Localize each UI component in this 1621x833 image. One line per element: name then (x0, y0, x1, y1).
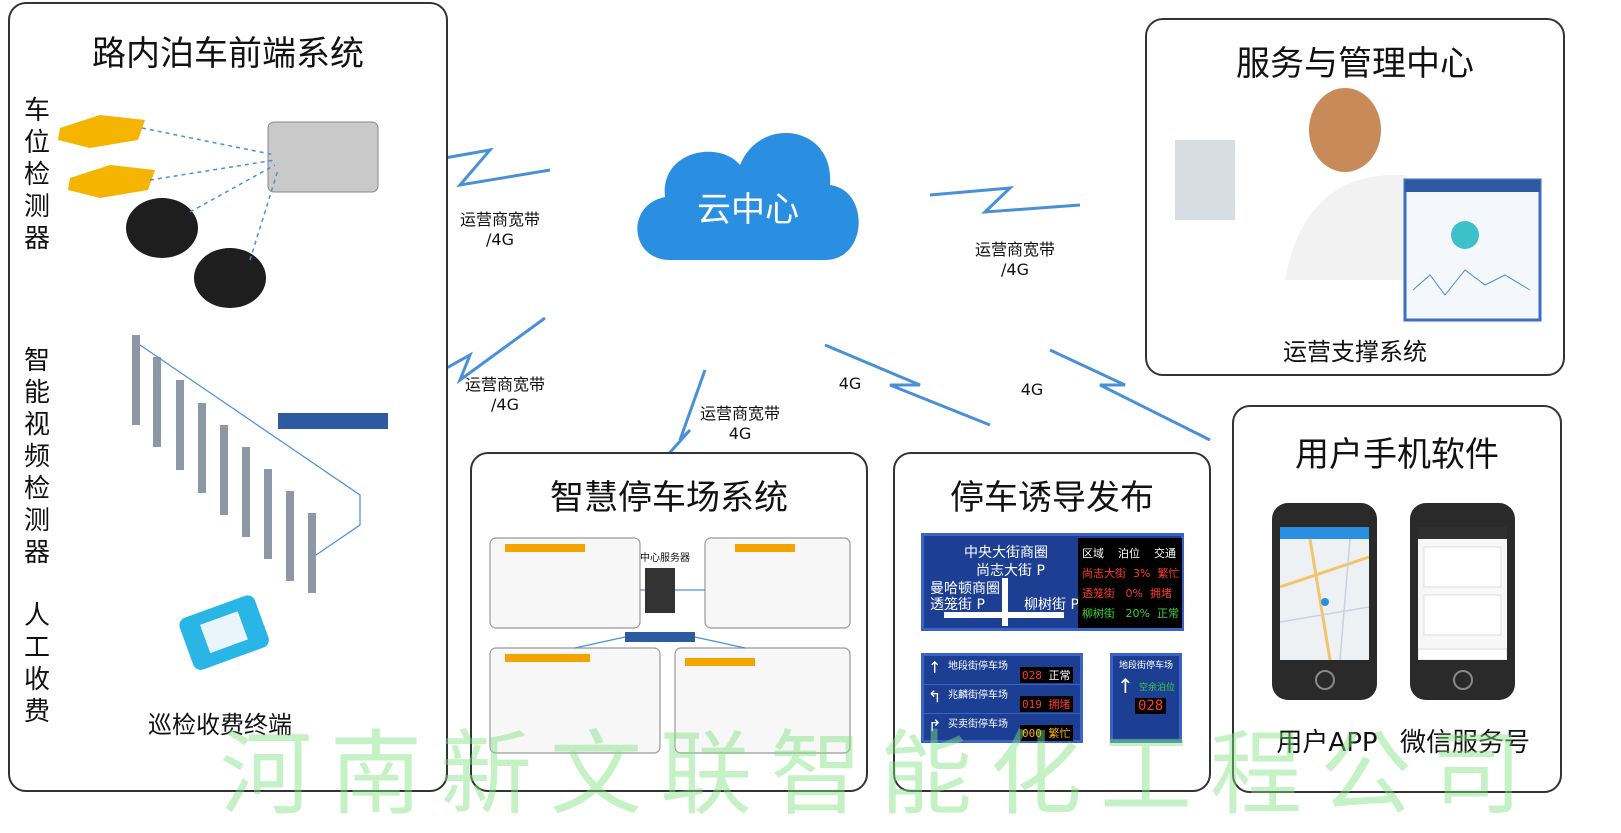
app-label: 用户APP (1276, 728, 1378, 758)
sign-street1: 尚志大街 P (976, 563, 1045, 579)
server-label: 中心服务器 (640, 553, 690, 564)
wechat-label: 微信服务号 (1399, 728, 1530, 758)
mobile-title: 用户手机软件 (1295, 435, 1499, 475)
operator-illustration (1175, 88, 1542, 322)
link-service (929, 186, 1081, 214)
operator-head (1309, 88, 1381, 172)
small-sign-row: ↱ 买卖街停车场 000 繁忙 (928, 716, 1073, 741)
guidance-main-sign: 中央大街商圈 尚志大街 P 曼哈顿商圈 透笼街 P 柳树街 P 区域 泊位 交通… (921, 533, 1184, 631)
map-illustration (1279, 527, 1370, 661)
home-button[interactable] (1314, 670, 1335, 690)
black-detector-1 (126, 198, 198, 258)
link-guidance (824, 343, 991, 427)
sign-left1: 曼哈顿商圈 (930, 581, 1000, 597)
sign-row: 柳树街 20% 正常 (1082, 607, 1179, 620)
link-parking (663, 369, 707, 459)
sign-row: 尚志大街 3% 繁忙 (1082, 567, 1180, 580)
up-arrow-icon: ↑ (1117, 674, 1134, 698)
sign-row: 透笼街 0% 拥堵 (1082, 587, 1172, 600)
sign-table-bg (1078, 538, 1182, 628)
yellow-detector-2 (68, 165, 155, 198)
link-mobile (1049, 348, 1211, 442)
side-sign-name: 地段街停车场 (1118, 661, 1173, 671)
parking-title: 智慧停车场系统 (550, 478, 788, 518)
guidance-title: 停车诱导发布 (950, 478, 1154, 518)
gateway-device (267, 121, 379, 193)
cloud-center (637, 132, 859, 260)
link-label-5: 4G (838, 374, 862, 393)
phone-app (1272, 503, 1377, 700)
chat-illustration (1417, 527, 1508, 661)
manual-charge-label: 人工收费 (23, 601, 50, 727)
vehicle-detectors-illustration (58, 115, 379, 308)
service-title: 服务与管理中心 (1236, 44, 1474, 84)
vehicle-detector-label: 车位检测器 (23, 96, 50, 254)
home-button[interactable] (1452, 670, 1473, 690)
side-sign-sub: 空余泊位 (1139, 683, 1176, 693)
black-detector-2 (194, 248, 266, 308)
sign-right1: 柳树街 P (1024, 597, 1079, 613)
video-detector-label: 智能视频检测器 (23, 346, 50, 568)
sign-table: 区域 泊位 交通 尚志大街 3% 繁忙 透笼街 0% 拥堵 柳树街 20% 正常 (1082, 544, 1182, 624)
link-label-6: 4G (1020, 380, 1044, 399)
pos-terminal-illustration (179, 595, 269, 670)
guidance-side-sign: 地段街停车场 ↑ 空余泊位 028 (1110, 653, 1182, 743)
link-label-1: 运营商宽带/4G (459, 210, 540, 249)
parking-diagram (489, 537, 851, 754)
server-tower (645, 568, 675, 613)
service-subtitle: 运营支撑系统 (1283, 338, 1427, 366)
phone-wechat (1410, 503, 1515, 700)
link-label-3: 运营商宽带/4G (974, 240, 1055, 279)
link-label-2: 运营商宽带/4G (464, 375, 545, 414)
yellow-detector-1 (58, 115, 145, 148)
small-sign-row: ↰ 兆麟街停车场 019 拥堵 (924, 685, 1080, 714)
small-sign-row: ↑ 地段街停车场 028 正常 (924, 656, 1080, 685)
terminal-label: 巡检收费终端 (148, 711, 292, 739)
guidance-small-sign: ↑ 地段街停车场 028 正常 ↰ 兆麟街停车场 019 拥堵 ↱ 买卖街停车场… (921, 653, 1083, 743)
network-switch (278, 413, 388, 429)
sign-cross-v (1002, 578, 1008, 626)
dashboard-screen (1403, 178, 1542, 322)
sign-left2: 透笼街 P (930, 597, 985, 613)
frontend-title: 路内泊车前端系统 (92, 34, 364, 74)
side-sign-num: 028 (1135, 698, 1167, 714)
cloud-label: 云中心 (697, 190, 799, 230)
parking-switch (625, 632, 695, 642)
video-detectors-illustration (132, 335, 388, 593)
sign-district: 中央大街商圈 (964, 545, 1048, 561)
